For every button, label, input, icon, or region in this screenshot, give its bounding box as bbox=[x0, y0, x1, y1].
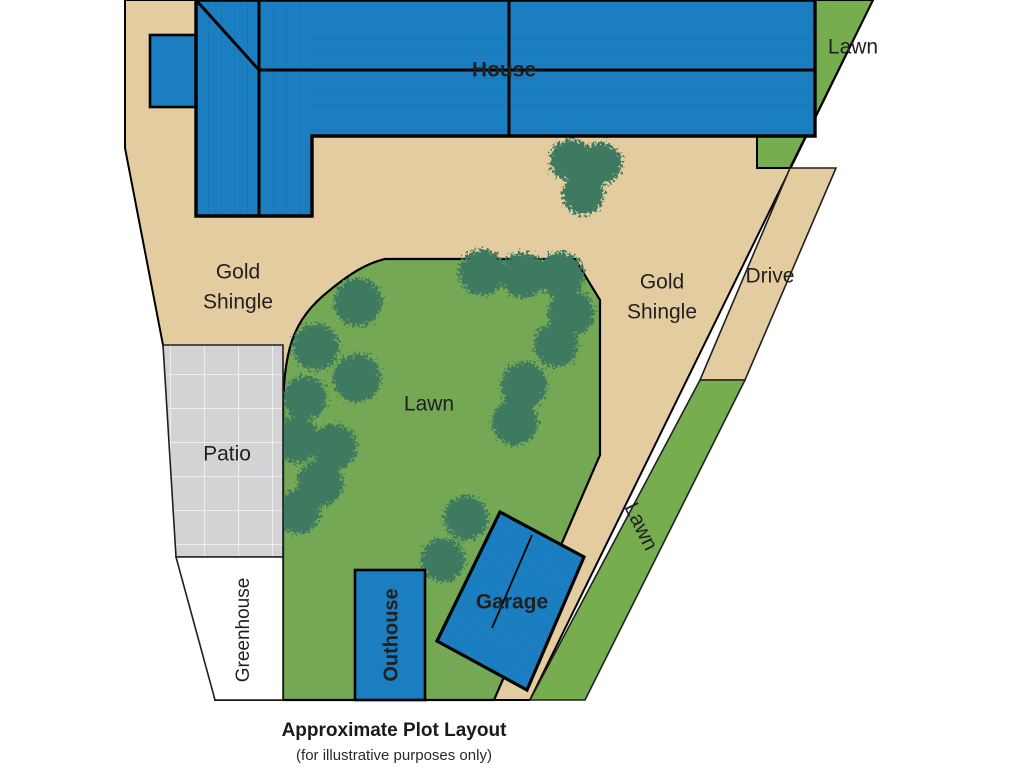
lawn-center-label: Lawn bbox=[404, 393, 454, 416]
caption-subtitle: (for illustrative purposes only) bbox=[296, 747, 492, 764]
bush bbox=[444, 496, 488, 540]
bush bbox=[276, 490, 320, 534]
bush bbox=[492, 399, 538, 445]
gold-shingle-west-label-group: Gold Shingle bbox=[203, 261, 273, 314]
house: House bbox=[194, 0, 817, 218]
bush bbox=[562, 173, 604, 215]
drive: Drive bbox=[698, 167, 838, 381]
garage-label: Garage bbox=[476, 591, 548, 614]
garage-door-line-1 bbox=[491, 534, 533, 629]
house-outline bbox=[194, 0, 817, 218]
greenhouse: Greenhouse bbox=[174, 556, 284, 701]
caption-title: Approximate Plot Layout bbox=[282, 720, 508, 741]
patio: Patio bbox=[162, 344, 284, 558]
house-east-wing bbox=[312, 0, 815, 136]
caption: Approximate Plot Layout (for illustrativ… bbox=[282, 720, 508, 764]
bush bbox=[538, 252, 584, 298]
bush bbox=[580, 142, 622, 184]
lawn-northeast-label: Lawn bbox=[828, 36, 878, 59]
greenhouse-shape bbox=[174, 556, 284, 701]
lawn-southeast-strip: Lawn bbox=[528, 379, 747, 701]
bush bbox=[534, 323, 578, 367]
house-roof-diagonal bbox=[194, 0, 261, 72]
gold-shingle-east-label-line1: Gold bbox=[640, 271, 684, 294]
outhouse: Outhouse bbox=[353, 568, 427, 702]
drive-label: Drive bbox=[745, 265, 794, 288]
bush bbox=[273, 417, 319, 463]
bush bbox=[311, 424, 357, 470]
bush bbox=[459, 249, 505, 295]
bush bbox=[293, 324, 339, 370]
bush bbox=[421, 538, 465, 582]
bush bbox=[334, 278, 382, 326]
outhouse-shape bbox=[353, 568, 427, 702]
bush-group bbox=[273, 139, 622, 582]
house-label: House bbox=[472, 59, 536, 82]
greenhouse-label: Greenhouse bbox=[233, 578, 254, 683]
bush bbox=[500, 252, 546, 298]
gold-shingle-west-label-line1: Gold bbox=[216, 261, 260, 284]
gold-shingle-west-label-line2: Shingle bbox=[203, 291, 273, 314]
bush bbox=[501, 362, 547, 408]
garage-shape bbox=[434, 509, 587, 693]
gold-shingle-east-label-line2: Shingle bbox=[627, 301, 697, 324]
lawn-southeast-shape bbox=[528, 379, 747, 701]
gold-shingle-east-label-group: Gold Shingle bbox=[627, 271, 697, 324]
garage: Garage bbox=[434, 509, 587, 693]
bush bbox=[283, 376, 327, 420]
outhouse-label: Outhouse bbox=[380, 588, 402, 681]
bush bbox=[333, 354, 381, 402]
patio-label: Patio bbox=[203, 443, 251, 466]
house-west-wing bbox=[196, 0, 312, 216]
